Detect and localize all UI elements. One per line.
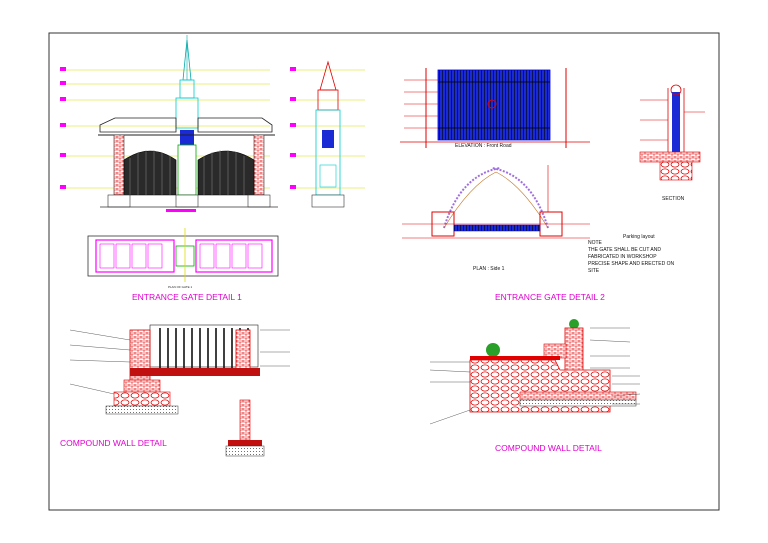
title-wall1: COMPOUND WALL DETAIL — [60, 438, 167, 448]
gate2-plan: PLAN : Side 1 — [402, 165, 590, 272]
note-line-3: PRECISE SHAPE AND ERECTED ON — [588, 261, 675, 267]
wall2-section — [429, 319, 641, 425]
title-gate2: ENTRANCE GATE DETAIL 2 — [495, 292, 605, 302]
title-gate1: ENTRANCE GATE DETAIL 1 — [132, 292, 242, 302]
note-line-2: FABRICATED IN WORKSHOP — [588, 254, 657, 260]
parking-label: Parking layout — [623, 234, 655, 240]
note-line-1: THE GATE SHALL BE CUT AND — [588, 247, 661, 253]
note-line-4: SITE — [588, 268, 600, 274]
gate1-elevation — [60, 35, 278, 212]
elevation-label: ELEVATION : Front Road — [455, 143, 512, 149]
sheet-border — [48, 32, 720, 511]
gate2-elevation: ELEVATION : Front Road — [400, 68, 590, 149]
gate1-plan-label: PLAN OF GATE 1 — [168, 285, 192, 289]
plan-label: PLAN : Side 1 — [473, 266, 505, 272]
note-title: NOTE — [588, 240, 603, 246]
gate2-notes: Parking layout NOTE THE GATE SHALL BE CU… — [588, 234, 675, 274]
gate1-plan: PLAN OF GATE 1 — [87, 228, 279, 289]
gate2-section: SECTION — [639, 84, 705, 202]
title-wall2: COMPOUND WALL DETAIL — [495, 443, 602, 453]
section-label: SECTION — [662, 196, 685, 202]
gate1-side-elevation — [290, 60, 365, 208]
wall1-section — [69, 324, 290, 457]
